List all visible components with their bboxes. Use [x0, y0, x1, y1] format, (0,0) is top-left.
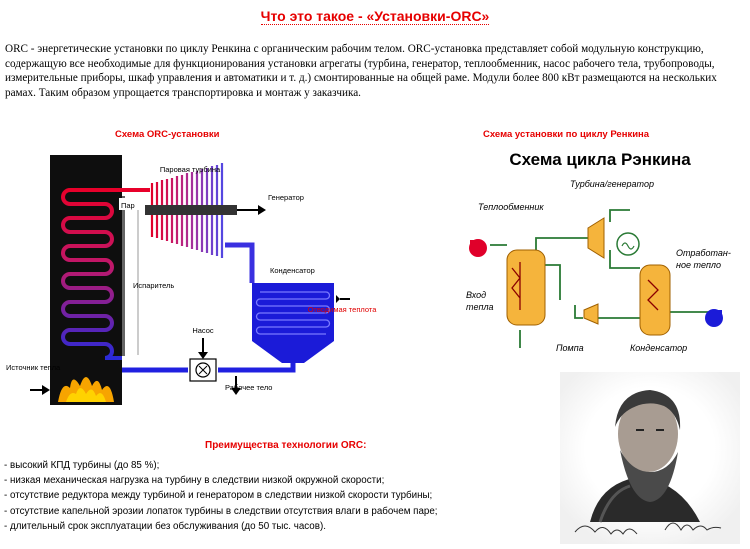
- rankine-heading: Схема цикла Рэнкина: [509, 150, 691, 169]
- rankine-condenser: [639, 264, 671, 336]
- list-item: - высокий КПД турбины (до 85 %);: [4, 460, 160, 471]
- advantages-title: Преимущества технологии ORC:: [205, 440, 367, 451]
- page-title: Что это такое - «Установки-ORC»: [260, 8, 490, 25]
- heat-out-arrow: [336, 295, 340, 303]
- heat-source-arrow: [42, 385, 50, 395]
- advantages-list: - высокий КПД турбины (до 85 %); - низка…: [4, 458, 438, 534]
- list-item: - отсутствие капельной эрозии лопаток ту…: [4, 505, 438, 517]
- label-evaporator: Испаритель: [133, 281, 174, 290]
- generator-arrow: [258, 205, 266, 215]
- label-generator: Генератор: [268, 193, 304, 202]
- rankine-diagram: Схема цикла Рэнкина Турбина/генератор Те…: [466, 150, 731, 353]
- label-pump-right: Помпа: [556, 343, 584, 353]
- signature-left: [574, 525, 638, 535]
- portrait-image: [560, 372, 740, 544]
- right-diagram-caption: Схема установки по циклу Ренкина: [483, 129, 650, 140]
- intro-text: ORC - энергетические установки по циклу …: [5, 43, 717, 99]
- label-exhaust-1: Отработан-: [676, 248, 731, 258]
- heat-exchanger: [506, 249, 546, 326]
- label-heat-out: Отводимая теплота: [308, 305, 378, 314]
- label-turbine-gen: Турбина/генератор: [570, 179, 654, 189]
- pump-arrow: [198, 352, 208, 359]
- label-exhaust-2: ное тепло: [676, 260, 721, 270]
- label-condenser-right: Конденсатор: [630, 343, 687, 353]
- boiler-block: [50, 155, 122, 405]
- generator-symbol: [616, 232, 640, 256]
- signature-right: [664, 522, 722, 531]
- evaporator-coil: [61, 188, 122, 360]
- label-heat-in-1: Вход: [466, 290, 486, 300]
- label-condenser: Конденсатор: [270, 266, 315, 275]
- flame-icon: [58, 377, 114, 402]
- label-heat-in-2: тепла: [466, 302, 494, 312]
- label-working-fluid: Рабочее тело: [225, 383, 272, 392]
- steam-turbine: [145, 160, 237, 262]
- label-heat-source: Источник тепла: [6, 363, 61, 372]
- label-pump: Насос: [192, 326, 214, 335]
- label-turbine: Паровая турбина: [160, 165, 221, 174]
- condenser: [252, 283, 334, 363]
- list-item: - длительный срок эксплуатации без обслу…: [4, 520, 326, 532]
- pump-symbol-right: [583, 303, 599, 325]
- turbine-symbol: [587, 217, 605, 259]
- label-steam: Пар: [121, 201, 135, 210]
- left-diagram-caption: Схема ORC-установки: [115, 129, 220, 140]
- label-heat-exchanger: Теплообменник: [478, 202, 544, 212]
- evaporator-panel: [122, 196, 125, 356]
- list-item: - низкая механическая нагрузка на турбин…: [4, 475, 385, 487]
- working-fluid-arrow: [231, 388, 241, 395]
- orc-diagram: Паровая турбина Пар Генератор Испаритель…: [6, 155, 378, 405]
- list-item: - отсутствие редуктора между турбиной и …: [4, 490, 433, 502]
